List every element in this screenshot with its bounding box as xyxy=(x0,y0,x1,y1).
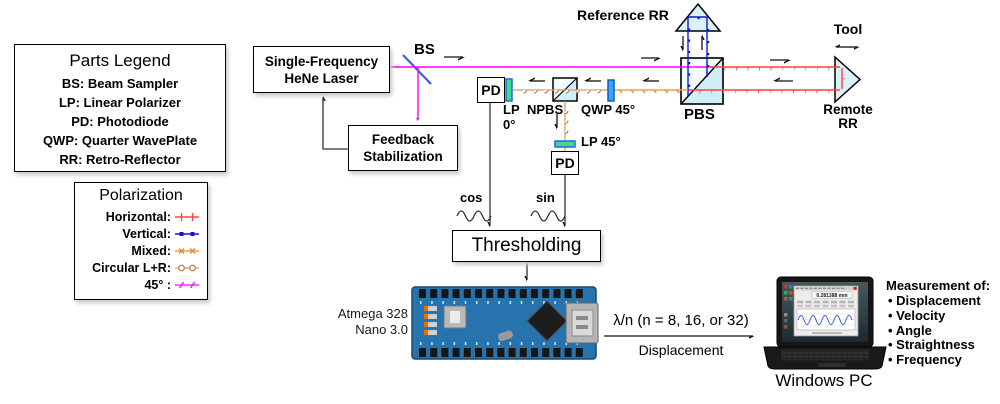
pol-label-45deg: 45° : xyxy=(144,277,171,292)
parts-legend: Parts Legend BS: Beam Sampler LP: Linear… xyxy=(14,44,226,172)
arduino-label: Atmega 328 Nano 3.0 xyxy=(328,306,408,338)
arduino-label-line1: Atmega 328 xyxy=(337,306,408,321)
measurement-item-angle: Angle xyxy=(888,323,990,339)
laptop: 0.281388 mm xyxy=(763,276,887,370)
lp0-plate xyxy=(505,78,513,102)
reference-rr-label: Reference RR xyxy=(577,7,669,23)
feedback-to-laser-line xyxy=(322,97,348,150)
pol-label-circular: Circular L+R: xyxy=(92,260,171,275)
polarization-row-45deg: 45° : xyxy=(75,276,207,293)
legend-item-lp: LP: Linear Polarizer xyxy=(58,95,182,110)
mixed-polarization-sample-icon xyxy=(175,247,199,254)
lp0-label: LP 0° xyxy=(503,102,520,132)
thresholding-label: Thresholding xyxy=(471,235,582,256)
polarization-row-horizontal: Horizontal: xyxy=(75,208,207,225)
circular-polarization-sample-icon xyxy=(175,264,199,271)
measurement-item-straightness: Straightness xyxy=(888,338,990,353)
bs-label: BS xyxy=(414,41,435,58)
45deg-polarization-sample-icon xyxy=(175,281,199,288)
qwp-plate xyxy=(607,79,615,102)
pd1-label: PD xyxy=(481,82,501,98)
feedback-stabilization-box: Feedback Stabilization xyxy=(348,125,458,171)
measurement-panel: Measurement of: Displacement Velocity An… xyxy=(886,278,990,368)
laser-label-line1: Single-Frequency xyxy=(264,53,379,69)
feedback-label-line2: Stabilization xyxy=(363,149,443,164)
direction-arrows xyxy=(444,36,858,128)
measurement-item-displacement: Displacement xyxy=(888,293,990,309)
lp0-label-line2: 0° xyxy=(503,117,516,132)
remote-rr-label: Remote RR xyxy=(817,103,879,131)
laser-label-line2: HeNe Laser xyxy=(284,70,359,86)
legend-item-pd: PD: Photodiode xyxy=(71,114,169,129)
remote-retroreflector xyxy=(834,55,862,104)
polarization-row-mixed: Mixed: xyxy=(75,242,207,259)
arduino-pins-bottom xyxy=(419,348,583,357)
legend-item-qwp: QWP: Quarter WavePlate xyxy=(42,133,198,148)
desktop-icons xyxy=(784,285,793,329)
laptop-trackpad xyxy=(818,363,846,367)
pol-label-mixed: Mixed: xyxy=(131,243,171,258)
beam-sampler-plate xyxy=(402,54,432,85)
horizontal-polarization-sample-icon xyxy=(175,212,199,221)
usb-connector xyxy=(565,302,599,344)
cos-label: cos xyxy=(460,190,483,205)
arduino-pins-top xyxy=(419,289,583,298)
windows-pc-label: Windows PC xyxy=(775,371,873,390)
vertical-polarization-sample-icon xyxy=(175,231,199,236)
legend-item-bs: BS: Beam Sampler xyxy=(61,76,179,91)
photodiode-2-box: PD xyxy=(551,151,579,175)
pbs-cube xyxy=(680,57,724,105)
laser-box: Single-Frequency HeNe Laser xyxy=(253,46,390,93)
displacement-readout: 0.281388 mm xyxy=(816,293,848,299)
npbs-label: NPBS xyxy=(527,102,564,117)
pbs-label: PBS xyxy=(684,106,715,123)
crystal-oscillator xyxy=(498,330,513,342)
polarization-row-vertical: Vertical: xyxy=(75,225,207,242)
thresholding-box: Thresholding xyxy=(452,230,601,262)
app-close-button xyxy=(853,286,857,290)
atmega-chip xyxy=(526,300,568,342)
lp45-label: LP 45° xyxy=(581,134,621,149)
pol-label-horizontal: Horizontal: xyxy=(105,209,171,224)
measurement-app-window: 0.281388 mm xyxy=(793,285,859,337)
legend-item-rr: RR: Retro-Reflector xyxy=(59,152,181,167)
polarization-legend-title: Polarization xyxy=(99,187,183,204)
pd2-label: PD xyxy=(555,155,575,171)
laptop-keyboard xyxy=(781,349,869,361)
remote-rr-label-line1: Remote xyxy=(823,102,873,117)
measurement-item-frequency: Frequency xyxy=(888,352,990,368)
feedback-label-line1: Feedback xyxy=(371,132,435,147)
sin-wave-icon xyxy=(530,210,566,222)
reset-button-cap xyxy=(450,311,460,323)
polarization-row-circular: Circular L+R: xyxy=(75,259,207,276)
photodiode-1-box: PD xyxy=(477,77,505,103)
parts-legend-title: Parts Legend xyxy=(69,51,171,70)
pol-label-vertical: Vertical: xyxy=(122,226,171,241)
measurement-item-velocity: Velocity xyxy=(888,308,990,324)
measurement-title: Measurement of: xyxy=(886,278,991,293)
lp0-label-line1: LP xyxy=(503,102,520,117)
displacement-label: Displacement xyxy=(638,342,724,358)
sin-label: sin xyxy=(536,190,555,205)
arduino-leds xyxy=(424,306,437,335)
lp45-plate xyxy=(554,140,576,148)
remote-rr-label-line2: RR xyxy=(838,116,858,131)
lambda-formula-label: λ/n (n = 8, 16, or 32) xyxy=(613,312,749,329)
cos-wave-icon xyxy=(456,210,492,222)
arduino-label-line2: Nano 3.0 xyxy=(355,322,408,337)
polarization-legend: Polarization Horizontal: Vertical: xyxy=(74,182,208,300)
app-waveform xyxy=(797,315,853,325)
arduino-board xyxy=(411,286,599,360)
tool-label: Tool xyxy=(833,21,863,37)
qwp-label: QWP 45° xyxy=(581,102,636,117)
